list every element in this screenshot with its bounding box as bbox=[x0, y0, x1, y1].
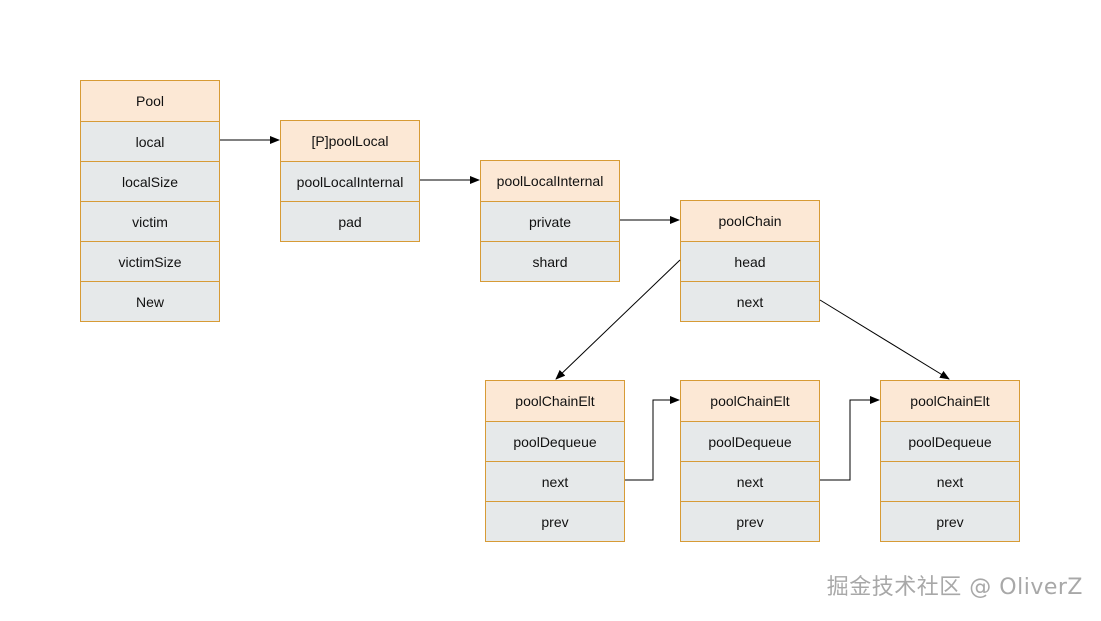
struct-pool-local-title: [P]poolLocal bbox=[281, 121, 419, 161]
field-elt-next: next bbox=[881, 461, 1019, 501]
watermark: 掘金技术社区 @ OliverZ bbox=[826, 575, 1083, 600]
field-private: private bbox=[481, 201, 619, 241]
arrow-elt-2-next-to-elt-3 bbox=[820, 396, 880, 481]
field-pool-local-internal: poolLocalInternal bbox=[281, 161, 419, 201]
arrow-chain-next-to-elt-3 bbox=[819, 299, 950, 380]
struct-pool: Pool local localSize victim victimSize N… bbox=[80, 80, 220, 322]
struct-pool-chain-elt-2: poolChainElt poolDequeue next prev bbox=[680, 380, 820, 542]
field-elt-next: next bbox=[681, 461, 819, 501]
struct-pool-local-internal-title: poolLocalInternal bbox=[481, 161, 619, 201]
field-pool-dequeue: poolDequeue bbox=[881, 421, 1019, 461]
field-localsize: localSize bbox=[81, 161, 219, 201]
field-pad: pad bbox=[281, 201, 419, 241]
struct-pool-chain-title: poolChain bbox=[681, 201, 819, 241]
arrow-elt-1-next-to-elt-2 bbox=[625, 396, 680, 481]
struct-pool-chain-elt-title: poolChainElt bbox=[881, 381, 1019, 421]
field-pool-dequeue: poolDequeue bbox=[681, 421, 819, 461]
field-head: head bbox=[681, 241, 819, 281]
struct-pool-chain-elt-3: poolChainElt poolDequeue next prev bbox=[880, 380, 1020, 542]
struct-pool-chain-elt-1: poolChainElt poolDequeue next prev bbox=[485, 380, 625, 542]
field-victim: victim bbox=[81, 201, 219, 241]
field-new: New bbox=[81, 281, 219, 321]
field-elt-prev: prev bbox=[681, 501, 819, 541]
field-pool-dequeue: poolDequeue bbox=[486, 421, 624, 461]
field-elt-next: next bbox=[486, 461, 624, 501]
field-shard: shard bbox=[481, 241, 619, 281]
struct-pool-chain-elt-title: poolChainElt bbox=[681, 381, 819, 421]
struct-pool-local-internal: poolLocalInternal private shard bbox=[480, 160, 620, 282]
field-victimsize: victimSize bbox=[81, 241, 219, 281]
field-elt-prev: prev bbox=[881, 501, 1019, 541]
field-elt-prev: prev bbox=[486, 501, 624, 541]
field-local: local bbox=[81, 121, 219, 161]
struct-pool-chain: poolChain head next bbox=[680, 200, 820, 322]
field-chain-next: next bbox=[681, 281, 819, 321]
struct-pool-chain-elt-title: poolChainElt bbox=[486, 381, 624, 421]
struct-pool-title: Pool bbox=[81, 81, 219, 121]
struct-pool-local: [P]poolLocal poolLocalInternal pad bbox=[280, 120, 420, 242]
